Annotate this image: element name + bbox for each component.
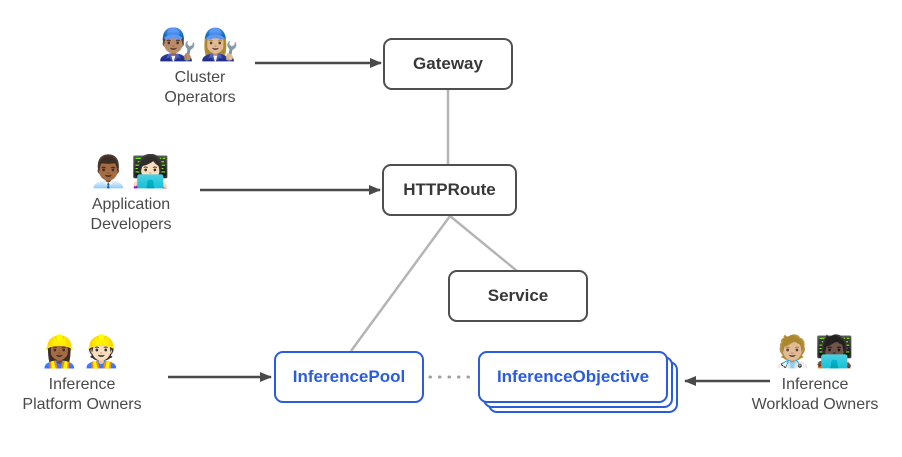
application-developers-label-line2: Developers bbox=[90, 216, 172, 234]
application-developers-emoji: 👨🏾‍💼👩🏻‍💻 bbox=[89, 154, 173, 190]
inference-platform-owners-emoji: 👷🏾‍♀️👷🏻 bbox=[40, 334, 124, 370]
persona-inference-workload-owners: 🧑🏼‍⚕️🧑🏿‍💻 Inference Workload Owners bbox=[752, 333, 879, 416]
inference-workload-owners-label-line2: Workload Owners bbox=[751, 396, 879, 414]
inference-platform-owners-label-line2: Platform Owners bbox=[22, 396, 142, 414]
cluster-operators-label: Cluster Operators bbox=[158, 68, 241, 109]
node-httproute-label: HTTPRoute bbox=[403, 180, 496, 199]
persona-cluster-operators: 👨🏽‍🔧👩🏼‍🔧 Cluster Operators bbox=[158, 26, 241, 109]
cluster-operators-emoji: 👨🏽‍🔧👩🏼‍🔧 bbox=[158, 27, 242, 63]
inference-platform-owners-label: Inference Platform Owners bbox=[22, 375, 141, 416]
node-inferencepool: InferencePool bbox=[274, 351, 424, 403]
inference-workload-owners-label: Inference Workload Owners bbox=[752, 375, 879, 416]
cluster-operators-label-line1: Cluster bbox=[174, 68, 226, 86]
node-gateway-label: Gateway bbox=[413, 54, 483, 73]
inference-workload-owners-label-line1: Inference bbox=[781, 375, 849, 393]
node-inferenceobjective-label: InferenceObjective bbox=[496, 367, 650, 386]
node-service-label: Service bbox=[487, 286, 549, 305]
persona-application-developers: 👨🏾‍💼👩🏻‍💻 Application Developers bbox=[89, 153, 172, 236]
node-inferenceobjective: InferenceObjective bbox=[478, 351, 668, 403]
node-service: Service bbox=[448, 270, 588, 322]
inference-platform-owners-label-line1: Inference bbox=[48, 375, 116, 393]
node-gateway: Gateway bbox=[383, 38, 513, 90]
persona-inference-platform-owners: 👷🏾‍♀️👷🏻 Inference Platform Owners bbox=[22, 333, 141, 416]
application-developers-label-line1: Application bbox=[91, 195, 171, 213]
cluster-operators-label-line2: Operators bbox=[164, 89, 236, 107]
application-developers-label: Application Developers bbox=[89, 195, 172, 236]
node-httproute: HTTPRoute bbox=[382, 164, 517, 216]
inference-workload-owners-emoji: 🧑🏼‍⚕️🧑🏿‍💻 bbox=[773, 334, 857, 370]
edge-httproute-inferencepool bbox=[349, 215, 452, 352]
edge-httproute-service bbox=[449, 215, 518, 272]
node-inferencepool-label: InferencePool bbox=[292, 367, 406, 386]
